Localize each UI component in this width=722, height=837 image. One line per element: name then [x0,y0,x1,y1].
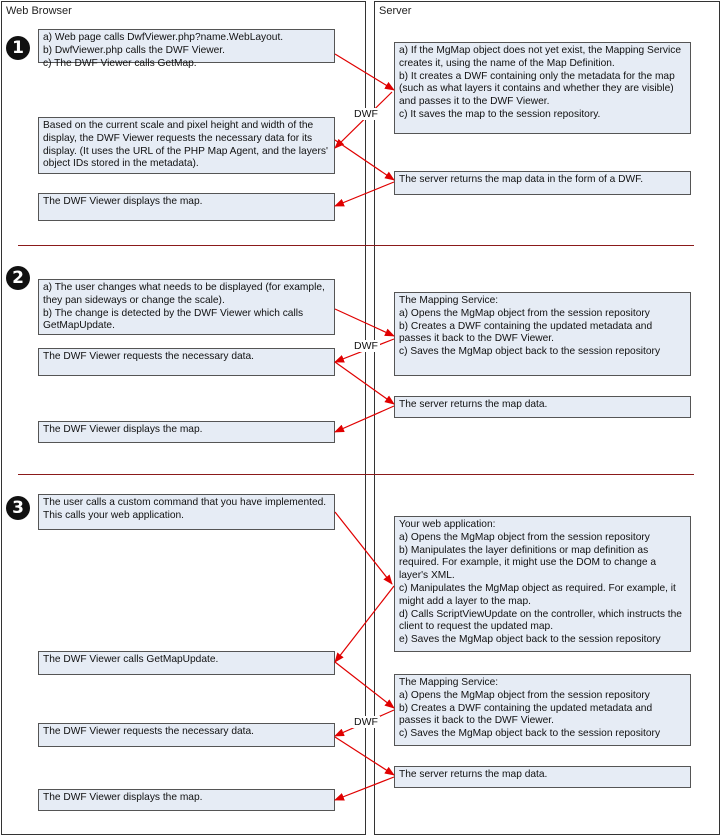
arrow-s2-data-request-to-server [334,361,395,405]
s3-server-web-application-box: Your web application: a) Opens the MgMap… [394,516,691,652]
arrow-s1-dwf-to-browser [334,91,393,149]
s1-server-create-box: a) If the MgMap object does not yet exis… [394,42,691,134]
section-divider-1-2 [18,245,694,246]
arrow-s3-return-to-browser [334,776,395,801]
dwf-label-section-1: DWF [352,108,380,120]
s2-browser-change-box: a) The user changes what needs to be dis… [38,279,335,335]
dwf-label-section-2: DWF [352,340,380,352]
s3-browser-getmapupdate-box: The DWF Viewer calls GetMapUpdate. [38,651,335,675]
s2-server-return-box: The server returns the map data. [394,396,691,418]
step-number-1: 1 [6,36,30,60]
arrow-s1-return-to-browser [334,181,395,207]
s1-browser-request-box: a) Web page calls DwfViewer.php?name.Web… [38,29,335,69]
s3-server-return-box: The server returns the map data. [394,766,691,788]
arrow-s1-request-to-server [334,53,395,91]
s1-browser-data-request-box: Based on the current scale and pixel hei… [38,117,335,174]
s2-server-mapping-service-box: The Mapping Service: a) Opens the MgMap … [394,292,691,376]
arrow-s1-data-request-to-server [334,139,395,181]
web-browser-title: Web Browser [6,5,72,17]
arrow-s3-update-to-browser [334,585,395,663]
s1-browser-display-box: The DWF Viewer displays the map. [38,193,335,221]
s3-server-mapping-service-box: The Mapping Service: a) Opens the MgMap … [394,674,691,746]
step-number-3: 3 [6,496,30,520]
arrow-s3-command-to-server [334,511,393,585]
s2-browser-data-request-box: The DWF Viewer requests the necessary da… [38,348,335,376]
s2-browser-display-box: The DWF Viewer displays the map. [38,421,335,443]
s3-browser-custom-command-box: The user calls a custom command that you… [38,494,335,530]
arrow-s3-getmapupdate-to-server [334,661,395,709]
arrow-s2-change-to-server [334,308,395,337]
arrow-s3-data-request-to-server [334,736,395,776]
step-number-2: 2 [6,266,30,290]
s3-browser-data-request-box: The DWF Viewer requests the necessary da… [38,723,335,747]
section-divider-2-3 [18,474,694,475]
server-title: Server [379,5,412,17]
dwf-label-section-3: DWF [352,716,380,728]
arrow-s2-return-to-browser [334,405,395,433]
s1-server-return-box: The server returns the map data in the f… [394,171,691,195]
